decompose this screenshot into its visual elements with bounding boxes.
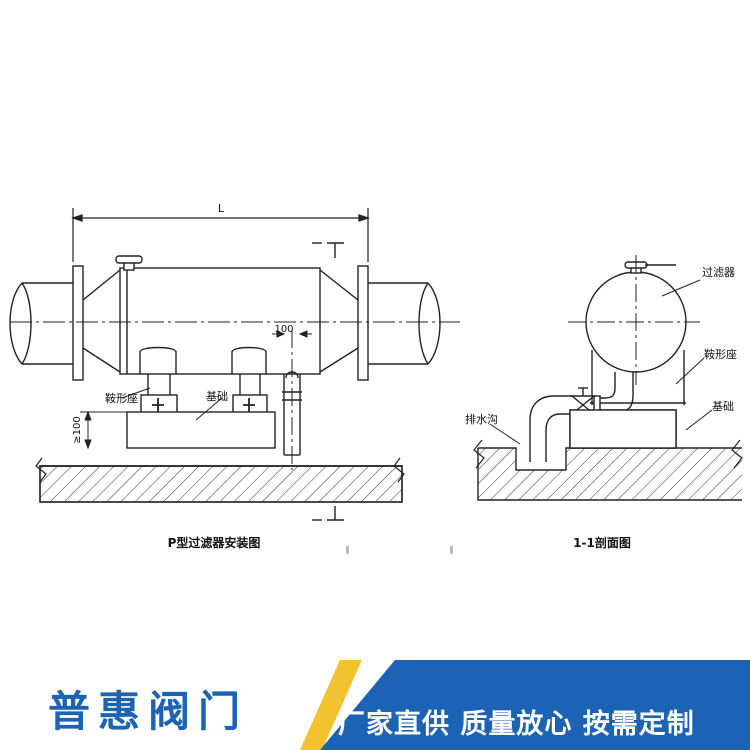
- label-saddle-left: 鞍形座: [105, 391, 138, 405]
- dim-100-top-label: 100: [274, 324, 293, 335]
- dim-100-side-label: ≥100: [72, 416, 83, 443]
- foundation-right: [569, 409, 677, 449]
- banner-yellow-stripe: [300, 660, 362, 750]
- dim-L-label: L: [218, 202, 225, 215]
- ground-right-hatch: [478, 448, 742, 500]
- dimension-100-side: [80, 410, 127, 450]
- dimension-L: [71, 208, 370, 262]
- leaders-right: [489, 279, 713, 445]
- title-left: P型过滤器安装图: [168, 535, 261, 550]
- scan-speck: [450, 546, 453, 554]
- left-view: [9, 255, 441, 503]
- label-saddle-right: 鞍形座: [704, 347, 737, 361]
- slogan: 厂家直供 质量放心 按需定制: [338, 709, 695, 740]
- dimension-100-top: [272, 330, 312, 338]
- break-marks-right: [473, 439, 743, 469]
- label-foundation-right: 基础: [712, 400, 734, 413]
- section-mark-top: [312, 242, 344, 258]
- brand-name: 普惠阀门: [48, 687, 249, 736]
- label-filter: 过滤器: [702, 266, 735, 279]
- scan-speck: [346, 546, 349, 554]
- leaders-left: [121, 387, 223, 421]
- section-mark-bottom: [312, 506, 344, 521]
- label-drain: 排水沟: [465, 412, 498, 426]
- title-right: 1-1剖面图: [573, 535, 631, 550]
- installation-drawing: L 100 ≥100 鞍形座 基础 P型过滤器安装图: [9, 202, 743, 554]
- footer-banner: 普惠阀门 厂家直供 质量放心 按需定制: [0, 660, 750, 750]
- label-foundation-left: 基础: [206, 390, 228, 403]
- banner-right-panel: [320, 660, 750, 750]
